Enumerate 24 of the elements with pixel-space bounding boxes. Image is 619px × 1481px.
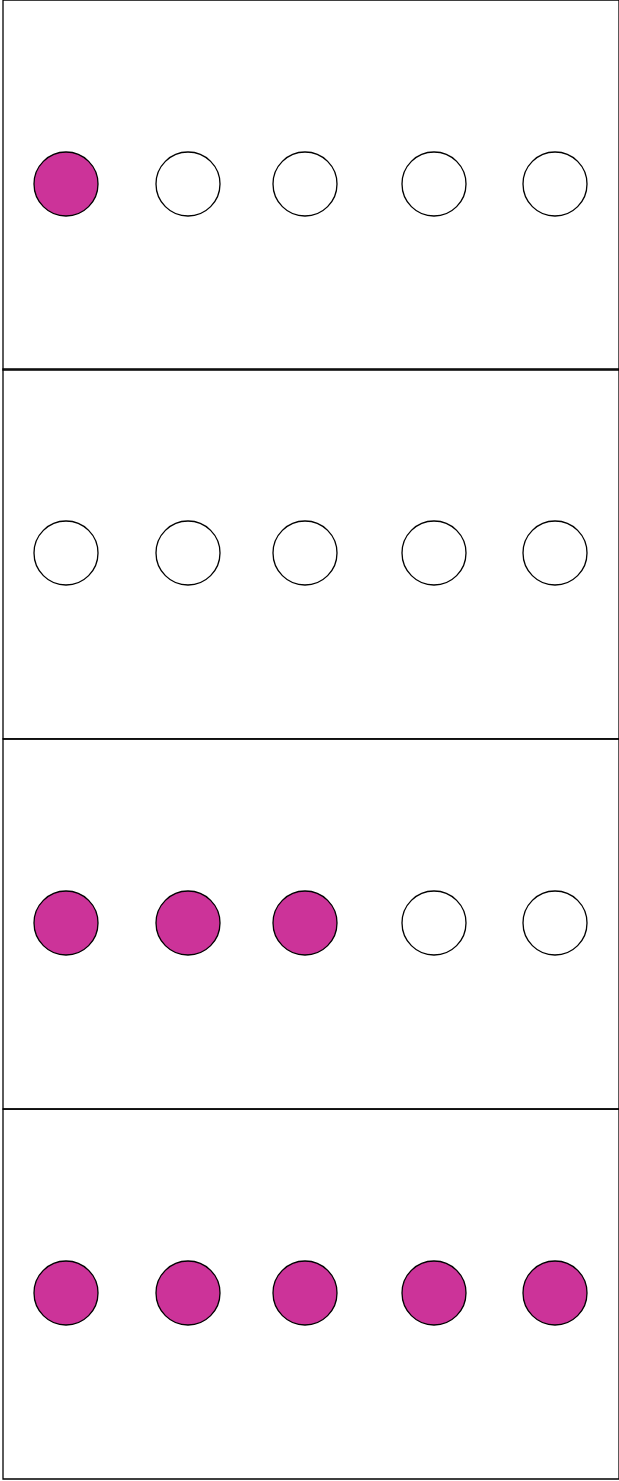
panel-box: [2, 1108, 619, 1480]
filled-circle: [33, 890, 99, 956]
circle: [401, 151, 467, 217]
filled-circle: [33, 151, 99, 217]
panel-box: [2, 368, 619, 740]
circle: [155, 151, 221, 217]
circle: [401, 520, 467, 586]
circle: [522, 890, 588, 956]
filled-circle: [272, 1260, 338, 1326]
circle: [155, 520, 221, 586]
filled-circle: [33, 1260, 99, 1326]
filled-circle: [155, 890, 221, 956]
circle: [272, 520, 338, 586]
filled-circle: [401, 1260, 467, 1326]
filled-circle: [522, 1260, 588, 1326]
circle: [522, 151, 588, 217]
filled-circle: [272, 890, 338, 956]
circle: [522, 520, 588, 586]
circle: [401, 890, 467, 956]
panel-box: [2, 0, 619, 371]
circle: [272, 151, 338, 217]
circle: [33, 520, 99, 586]
filled-circle: [155, 1260, 221, 1326]
panel-box: [2, 738, 619, 1110]
